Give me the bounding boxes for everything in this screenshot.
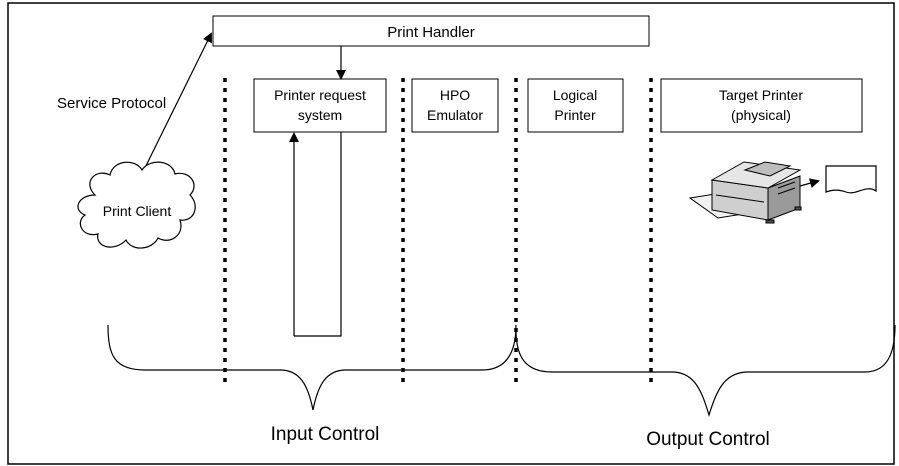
target-printer-box: Target Printer (physical) bbox=[660, 78, 863, 133]
printed-page-icon bbox=[825, 165, 877, 194]
target-printer-label-line2: (physical) bbox=[731, 107, 791, 123]
print-client-cloud: Print Client bbox=[77, 161, 196, 249]
input-control-brace bbox=[107, 324, 517, 411]
hpo-emulator-label-line2: Emulator bbox=[427, 107, 483, 123]
logical-printer-label-line2: Printer bbox=[554, 107, 596, 123]
printer-icon bbox=[688, 161, 802, 224]
print-handler-box: Print Handler bbox=[212, 15, 650, 47]
printer-request-system-label-line2: system bbox=[298, 107, 342, 123]
hpo-emulator-label-line1: HPO bbox=[440, 87, 470, 103]
service-protocol-label: Service Protocol bbox=[57, 95, 166, 112]
print-handler-label: Print Handler bbox=[387, 24, 475, 41]
output-control-brace bbox=[515, 324, 896, 418]
stage-separators bbox=[223, 78, 653, 385]
cloud-icon bbox=[77, 161, 196, 249]
service-protocol-arrow bbox=[134, 32, 212, 189]
printer-request-system-label-line1: Printer request bbox=[274, 87, 366, 103]
request-loop-line bbox=[294, 132, 342, 337]
target-printer-label-line1: Target Printer bbox=[719, 87, 803, 103]
hpo-emulator-box: HPO Emulator bbox=[411, 78, 499, 133]
output-control-label: Output Control bbox=[646, 429, 770, 450]
logical-printer-box: Logical Printer bbox=[527, 78, 624, 133]
logical-printer-label-line1: Logical bbox=[553, 87, 597, 103]
input-control-label: Input Control bbox=[271, 424, 380, 445]
print-client-label: Print Client bbox=[103, 203, 172, 219]
printer-output-arrow bbox=[799, 178, 820, 188]
printer-request-system-box: Printer request system bbox=[253, 78, 387, 133]
